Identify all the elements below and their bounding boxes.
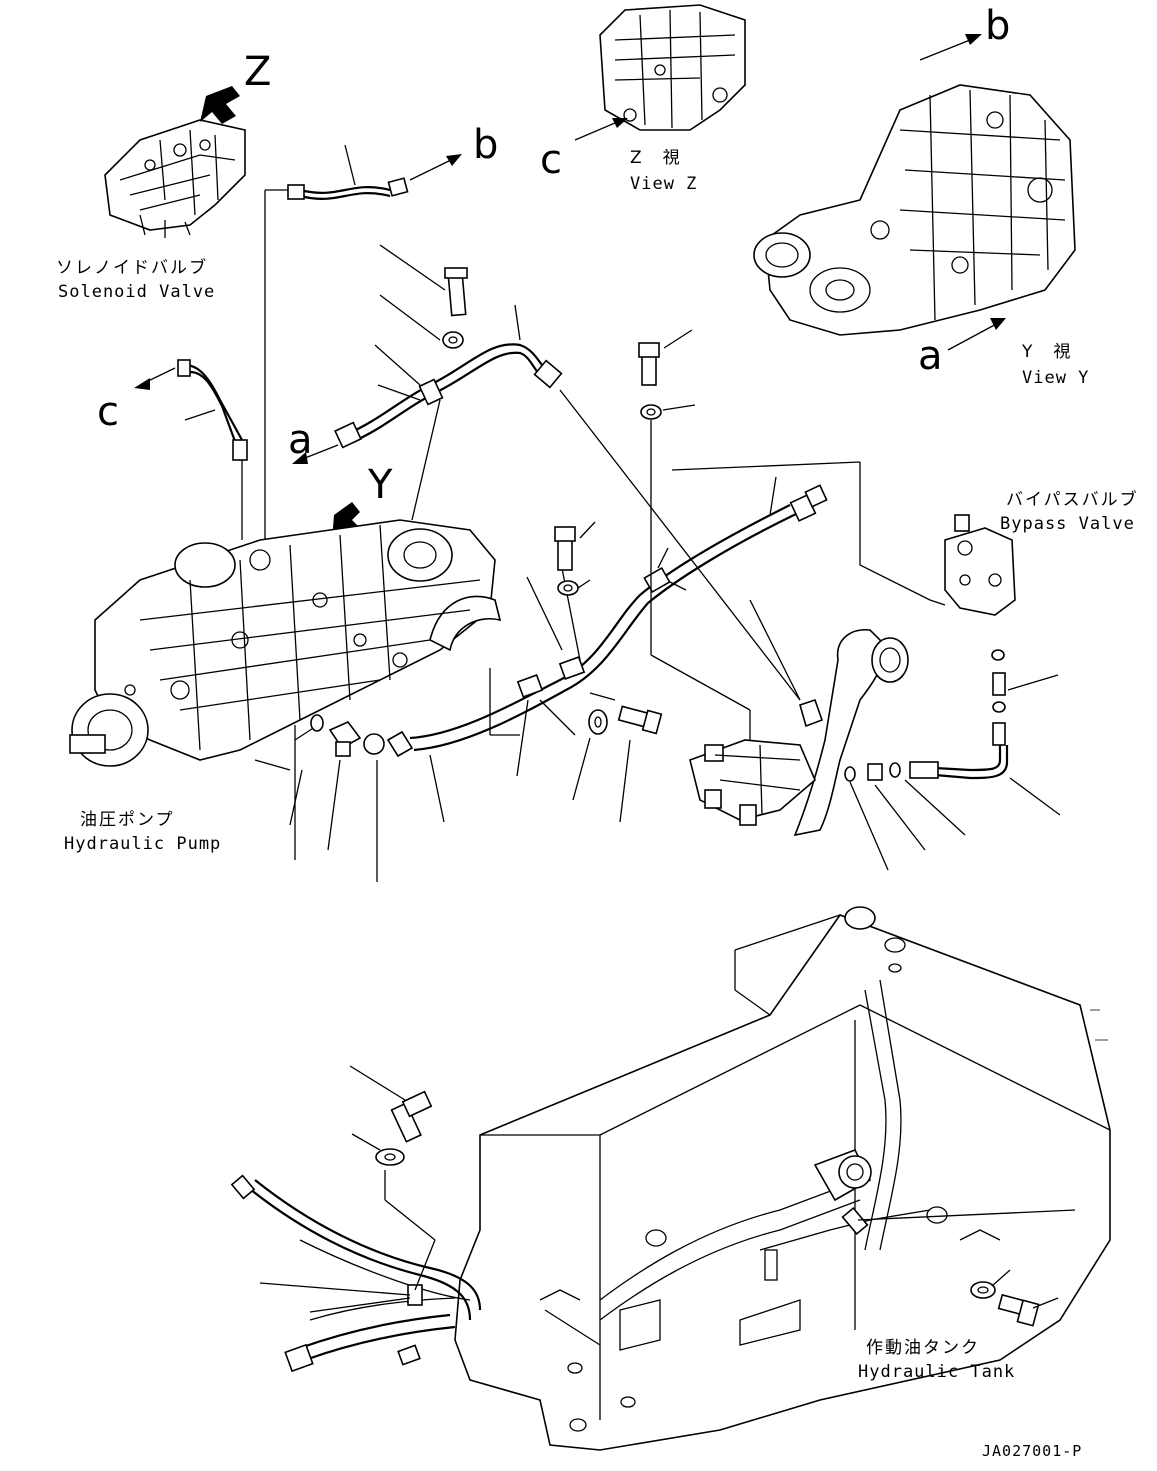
bolts-and-washers: [554, 329, 751, 740]
hydraulic-pump-illustration: [69, 519, 502, 860]
view-z-arrow-icon: [200, 86, 240, 124]
connection-a-view-y: a: [918, 333, 943, 379]
leader-lines-pump: [289, 389, 861, 882]
connection-b-solenoid: b: [473, 122, 499, 168]
bypass-valve-label-en: Bypass Valve: [1000, 514, 1135, 534]
hydraulic-pump-label-jp: 油圧ポンプ: [80, 810, 175, 830]
solenoid-valve-label-en: Solenoid Valve: [58, 282, 216, 302]
bypass-valve-label-jp: バイパスバルブ: [1006, 490, 1139, 510]
hose-to-b: [264, 144, 462, 540]
hydraulic-tank-label-en: Hydraulic Tank: [858, 1362, 1016, 1382]
view-y-callout: Y: [368, 462, 393, 508]
solenoid-valve-illustration: [104, 86, 246, 238]
main-hose-assembly: [310, 484, 828, 758]
connection-c-solenoid: c: [97, 389, 119, 435]
view-z-title-jp: Z 視: [630, 148, 682, 168]
solenoid-valve-label-jp: ソレノイドバルブ: [56, 258, 208, 278]
hose-to-a-assembly: [292, 244, 563, 521]
hose-to-c: [134, 359, 248, 540]
hydraulic-tank-label-jp: 作動油タンク: [866, 1338, 980, 1358]
view-z-title-en: View Z: [630, 174, 698, 194]
connection-c-view-z: c: [540, 137, 562, 183]
tank-bolt-washer: [970, 1269, 1059, 1327]
hydraulic-tank-illustration: [454, 906, 1111, 1451]
view-y-title-jp: Y 視: [1022, 342, 1073, 362]
view-z-illustration: [574, 4, 746, 141]
view-y-title-en: View Y: [1022, 368, 1090, 388]
bypass-valve-illustration: [844, 462, 1061, 871]
tank-hoses-left: [230, 1065, 482, 1373]
connection-b-view-y: b: [985, 3, 1011, 49]
view-y-illustration: [753, 34, 1076, 351]
hydraulic-pump-label-en: Hydraulic Pump: [64, 834, 222, 854]
view-z-callout: Z: [244, 49, 272, 95]
connection-a-pump: a: [288, 417, 313, 463]
suction-pipe-illustration: [689, 599, 909, 837]
drawing-id: JA027001-P: [982, 1442, 1083, 1460]
